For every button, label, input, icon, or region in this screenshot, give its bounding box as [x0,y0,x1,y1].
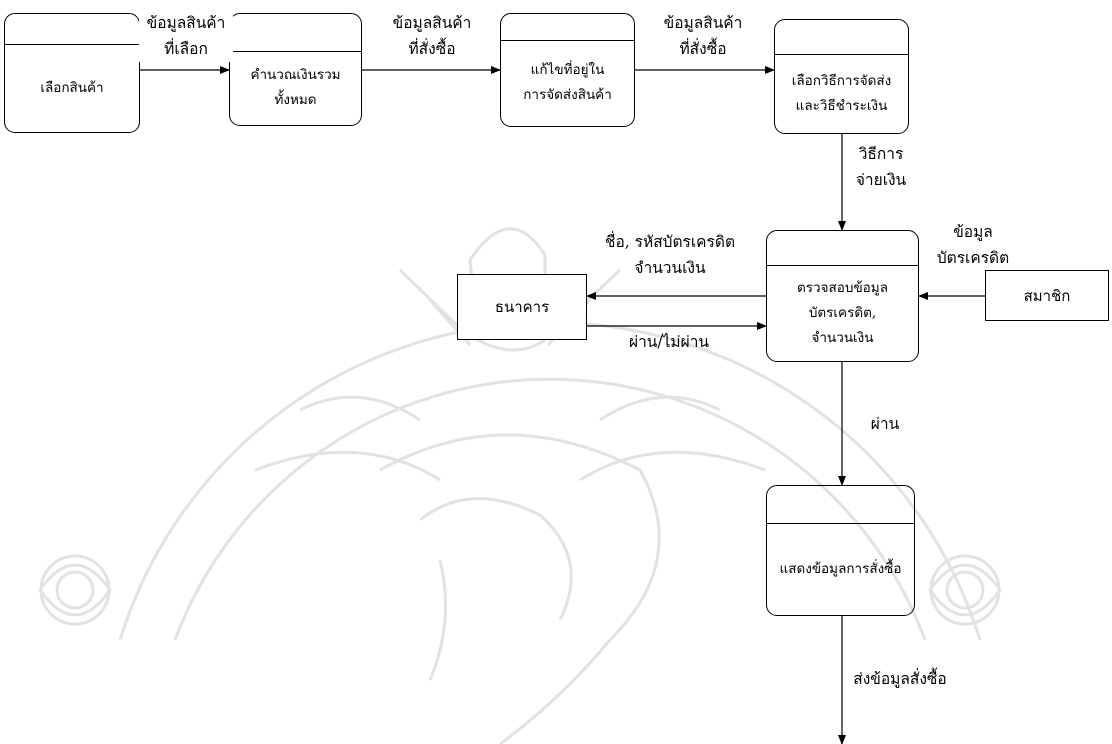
flow-label-line: บัตรเครดิต [936,249,1010,267]
process-label: ตรวจสอบข้อมูล [797,279,888,296]
flow-label-selected-products: ข้อมูลสินค้า ที่เลือก [139,10,233,62]
flow-label-line: ข้อมูลสินค้า [392,14,472,32]
process-show-order: แสดงข้อมูลการสั่งซื้อ [766,485,915,616]
process-choose-methods: เลือกวิธีการจัดส่ง และวิธีชำระเงิน [774,19,909,134]
process-edit-address: แก้ไขที่อยู่ใน การจัดส่งสินค้า [500,13,635,127]
flow-label-payment-method: วิธีการ จ่ายเงิน [846,141,916,193]
entity-member: สมาชิก [985,270,1109,321]
entity-bank: ธนาคาร [457,274,587,340]
flow-label-to-bank: ชื่อ, รหัสบัตรเครดิต จำนวนเงิน [580,229,760,281]
process-label: เลือกสินค้า [40,79,104,96]
flow-label-ordered-products-2: ข้อมูลสินค้า ที่สั่งซื้อ [655,10,751,62]
flow-label-line: ที่เลือก [164,40,208,58]
flow-label-line: จ่ายเงิน [855,171,907,189]
flow-label-line: ข้อมูล [953,223,993,241]
flow-label-ordered-products-1: ข้อมูลสินค้า ที่สั่งซื้อ [384,10,480,62]
flow-label-line: ผ่าน/ไม่ผ่าน [629,333,709,351]
flow-label-line: ผ่าน [870,415,900,433]
process-calc-total: คำนวณเงินรวม ทั้งหมด [229,13,362,126]
process-label: ทั้งหมด [274,92,317,108]
entity-label: สมาชิก [1023,286,1071,305]
process-label: จำนวนเงิน [811,329,874,346]
flow-label-line: ข้อมูลสินค้า [146,14,226,32]
process-label: และวิธีชำระเงิน [795,97,888,114]
flow-label-line: ส่งข้อมูลสั่งซื้อ [853,670,947,688]
process-label: แสดงข้อมูลการสั่งซื้อ [779,560,902,577]
flow-label-bank-result: ผ่าน/ไม่ผ่าน [604,329,734,355]
flow-label-line: จำนวนเงิน [634,259,706,277]
process-label: เลือกวิธีการจัดส่ง [791,72,892,89]
process-label: คำนวณเงินรวม [250,67,341,83]
flow-label-line: ที่สั่งซื้อ [408,40,456,58]
process-label: แก้ไขที่อยู่ใน [530,62,605,78]
flow-label-line: ที่สั่งซื้อ [679,40,727,58]
flow-label-card-info: ข้อมูล บัตรเครดิต [925,219,1021,271]
process-label: การจัดส่งสินค้า [523,87,612,103]
process-label: บัตรเครดิต, [808,304,877,321]
flow-label-send-order: ส่งข้อมูลสั่งซื้อ [830,666,970,692]
entity-label: ธนาคาร [494,298,550,316]
flow-label-line: ข้อมูลสินค้า [663,14,743,32]
process-verify-card: ตรวจสอบข้อมูล บัตรเครดิต, จำนวนเงิน [766,230,919,362]
flow-label-line: ชื่อ, รหัสบัตรเครดิต [604,233,736,251]
process-select-products: เลือกสินค้า [4,13,140,133]
flow-label-line: วิธีการ [858,145,904,163]
flow-label-pass: ผ่าน [860,411,910,437]
